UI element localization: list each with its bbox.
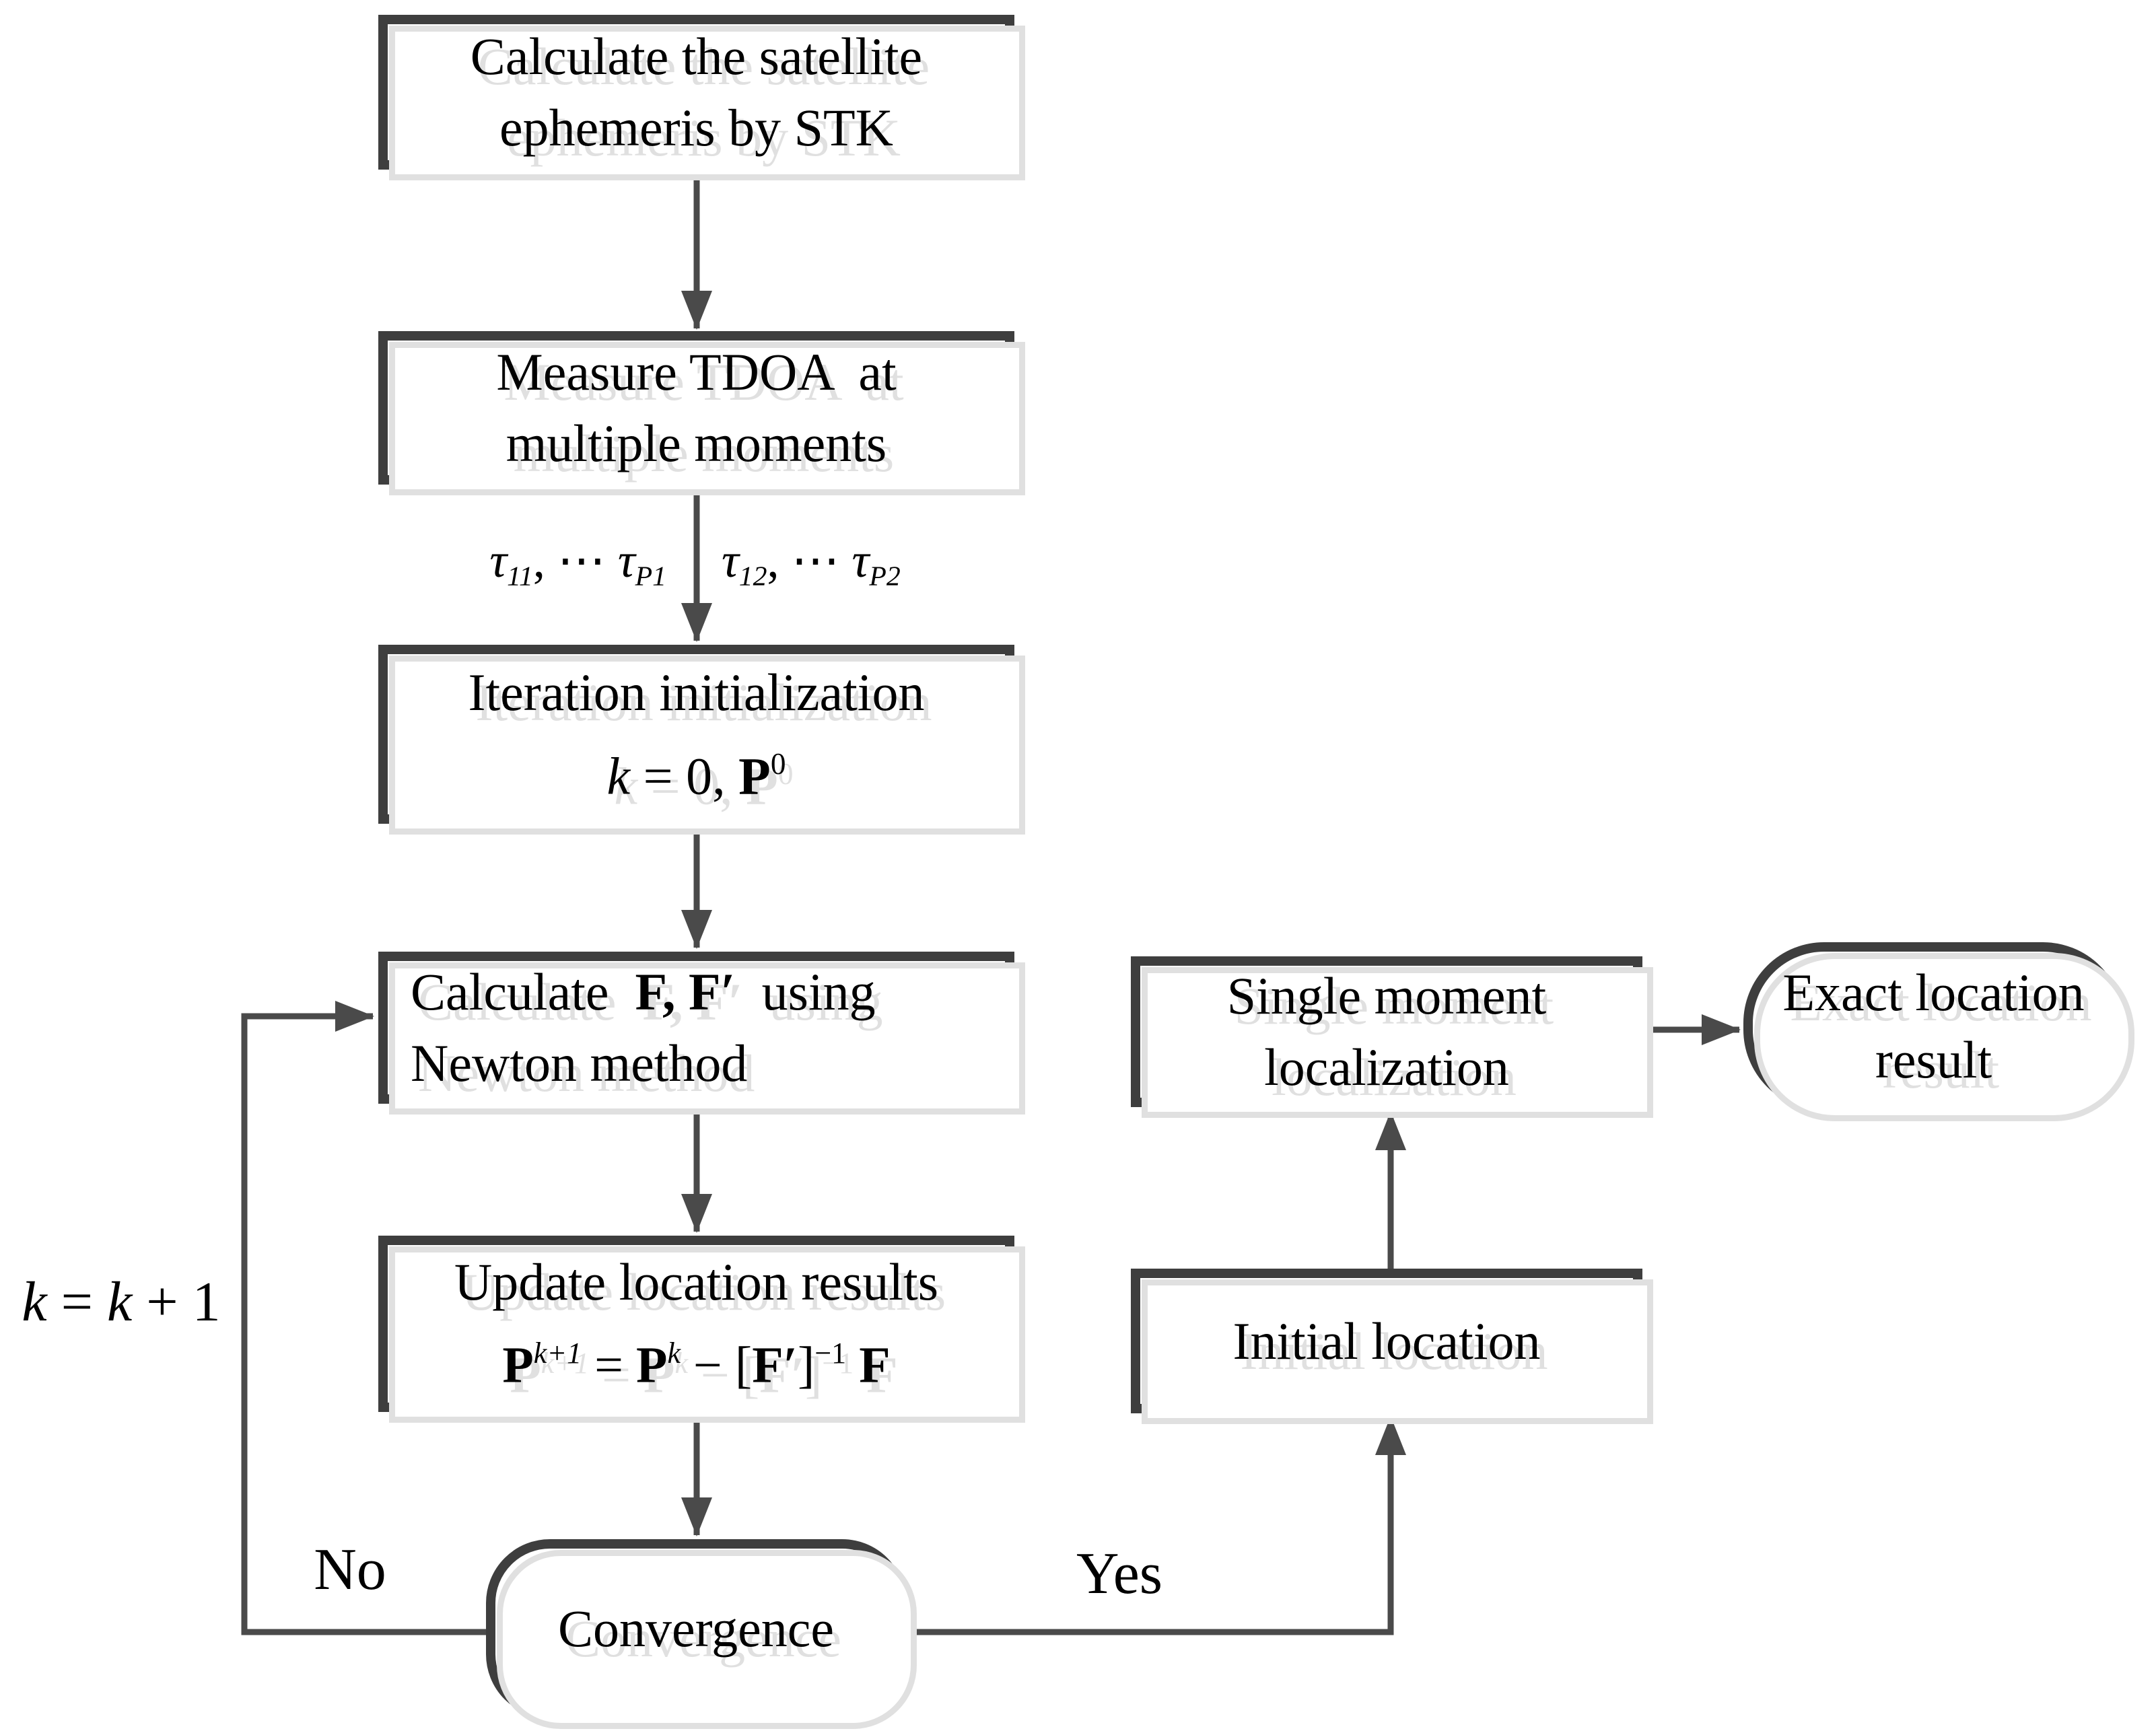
process-box-calculate-newton: Calculate F, F′ using Newton method (378, 952, 1014, 1104)
box-text-line: Measure TDOA at (496, 343, 897, 401)
tau-symbol: τ (722, 534, 739, 588)
formula-var-k: k (22, 1271, 47, 1333)
box-text-line: Convergence (557, 1599, 835, 1658)
formula-bracket: ] (798, 1337, 815, 1394)
tau-dots: , ⋯ (532, 534, 618, 588)
edge-label-k-increment: k = k + 1 (0, 1269, 242, 1335)
formula-var-k: k (107, 1271, 133, 1333)
tau-symbol: τ (851, 534, 870, 588)
process-box-initial-location: Initial location (1131, 1269, 1642, 1413)
process-box-update-location: Update location results Pk+1 = Pk − [F′]… (378, 1236, 1014, 1412)
formula-plus-one: + 1 (132, 1271, 221, 1333)
formula-equals: = (46, 1271, 107, 1333)
edge-yes-to-initial (903, 1416, 1406, 1635)
tau-subscript: 12 (738, 561, 767, 592)
process-box-single-moment: Single moment localization (1131, 956, 1642, 1107)
formula-mid: = 0, (630, 746, 739, 806)
formula-superscript: −1 (814, 1337, 847, 1370)
tau-symbol: τ (617, 534, 635, 588)
tau-subscript: 11 (507, 561, 533, 592)
text-segment: using (735, 962, 876, 1021)
box-text-line: ephemeris by STK (499, 98, 893, 157)
formula-var-P: P (636, 1337, 668, 1394)
formula-var-FF: F, F′ (635, 962, 736, 1021)
box-text-line: Update location results (454, 1252, 939, 1312)
edge-label-tau-right: τ12, ⋯ τP2 (722, 532, 1011, 593)
process-box-iteration-initialization: Iteration initialization k = 0, P0 (378, 645, 1014, 824)
box-text-line: Single moment (1226, 966, 1547, 1025)
formula-superscript: 0 (770, 746, 786, 781)
process-box-calculate-ephemeris: Calculate the satellite ephemeris by STK (378, 15, 1014, 170)
iteration-formula: k = 0, P0 (607, 728, 786, 812)
tau-dots: , ⋯ (767, 534, 852, 588)
update-formula: Pk+1 = Pk − [F′]−1 F (502, 1318, 890, 1401)
formula-equals: = (582, 1337, 636, 1394)
box-text-line: Newton method (411, 1034, 748, 1092)
process-box-measure-tdoa: Measure TDOA at multiple moments (378, 331, 1014, 485)
formula-var-P: P (502, 1337, 534, 1394)
edge-no-loop (241, 1001, 489, 1635)
box-text-line: Calculate the satellite (470, 27, 923, 85)
formula-bracket: [ (734, 1337, 753, 1394)
formula-var-k: k (606, 746, 631, 806)
box-text-line: Calculate F, F′ using (411, 956, 876, 1028)
formula-var-P: P (738, 746, 771, 806)
box-text-line: Initial location (1232, 1311, 1541, 1370)
box-text-line: Exact location (1782, 963, 2085, 1022)
decision-box-convergence: Convergence (486, 1539, 906, 1718)
box-text-line: Iteration initialization (468, 662, 925, 721)
text-segment: Calculate (411, 962, 635, 1021)
box-text-line: multiple moments (506, 414, 887, 472)
tau-subscript: P2 (869, 561, 901, 592)
box-text-line: localization (1264, 1038, 1509, 1096)
tau-symbol: τ (489, 534, 508, 588)
formula-superscript: k (667, 1337, 681, 1370)
edge-label-no: No (314, 1537, 386, 1602)
tau-subscript: P1 (635, 561, 666, 592)
formula-superscript: k+1 (533, 1337, 582, 1370)
edge-label-tau-left: τ11, ⋯ τP1 (377, 532, 666, 593)
formula-minus: − (681, 1337, 735, 1394)
terminal-box-exact-location: Exact location result (1743, 942, 2124, 1110)
formula-gap (846, 1337, 859, 1394)
edge-label-yes: Yes (1076, 1541, 1163, 1606)
formula-var-F: F (859, 1337, 891, 1394)
box-text-line: result (1875, 1030, 1992, 1089)
formula-var-Fprime: F′ (752, 1337, 798, 1394)
